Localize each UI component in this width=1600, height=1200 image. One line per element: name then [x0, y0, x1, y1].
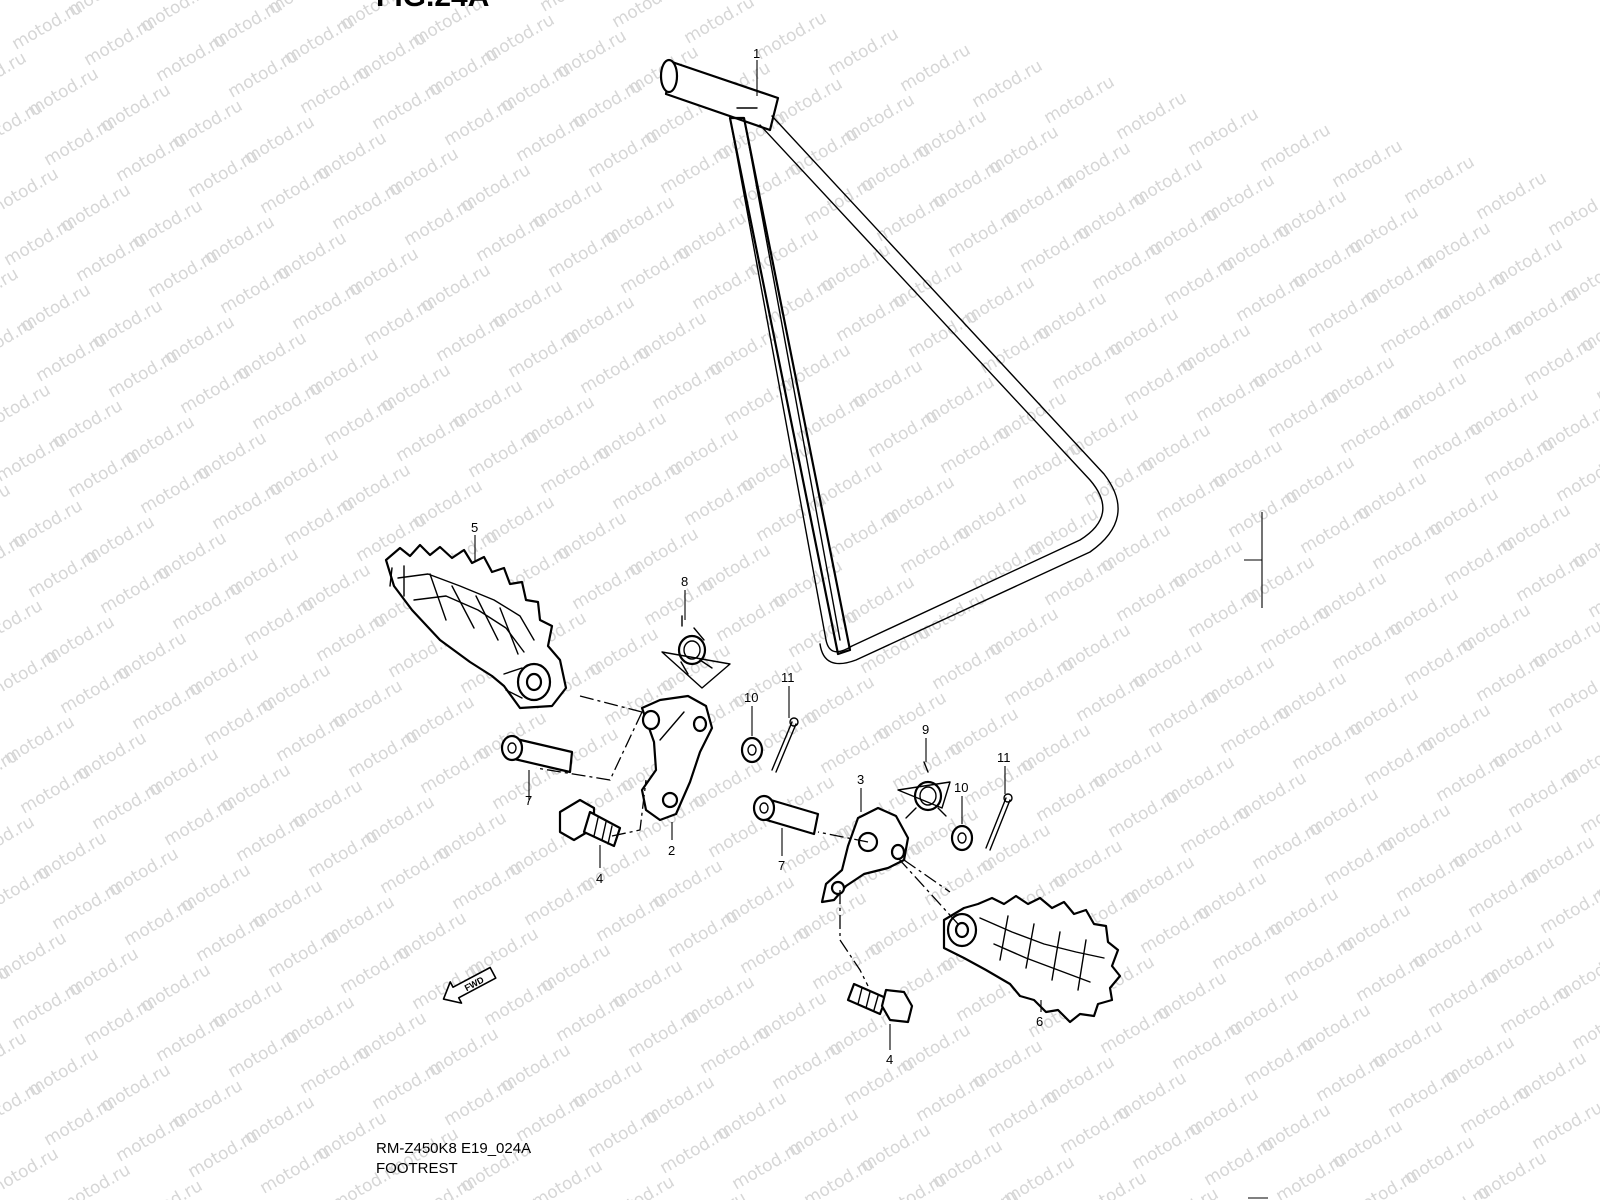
part-10-washer-left	[740, 736, 764, 764]
callout-3: 3	[857, 772, 864, 787]
diagram-name: FOOTREST	[376, 1160, 458, 1177]
callout-11a: 11	[781, 670, 795, 685]
fwd-arrow-icon: FWD	[442, 966, 497, 1004]
callout-5: 5	[471, 520, 478, 535]
callout-6: 6	[1036, 1014, 1043, 1029]
callout-4a: 4	[596, 871, 603, 886]
part-8-spring	[661, 615, 731, 689]
part-6-footrest-right	[942, 894, 1122, 1024]
callout-9: 9	[922, 722, 929, 737]
part-2-bracket-left	[640, 694, 714, 822]
part-10-washer-right	[950, 824, 974, 852]
callout-8: 8	[681, 574, 688, 589]
part-4-bolt-left	[558, 798, 622, 848]
callout-1: 1	[753, 46, 760, 61]
diagram-code: RM-Z450K8 E19_024A	[376, 1140, 532, 1157]
callout-10a: 10	[744, 690, 758, 705]
callout-2: 2	[668, 843, 675, 858]
callout-11b: 11	[997, 750, 1011, 765]
edge-register-mark	[1244, 512, 1263, 608]
callout-7a: 7	[525, 793, 532, 808]
part-11-cotter-pin-left	[771, 717, 799, 773]
callout-7b: 7	[778, 858, 785, 873]
part-3-bracket-right	[820, 806, 910, 904]
callout-10b: 10	[954, 780, 968, 795]
part-7-pin-left	[500, 734, 574, 774]
figure-title: FIG.24A	[376, 0, 489, 14]
part-7-pin-right	[752, 794, 820, 836]
part-4-bolt-right	[846, 982, 914, 1024]
part-5-footrest-left	[384, 543, 568, 710]
part-11-cotter-pin-right	[985, 793, 1013, 851]
part-1-stand	[659, 58, 1119, 665]
part-9-spring-right	[897, 761, 951, 819]
callout-4b: 4	[886, 1052, 893, 1067]
